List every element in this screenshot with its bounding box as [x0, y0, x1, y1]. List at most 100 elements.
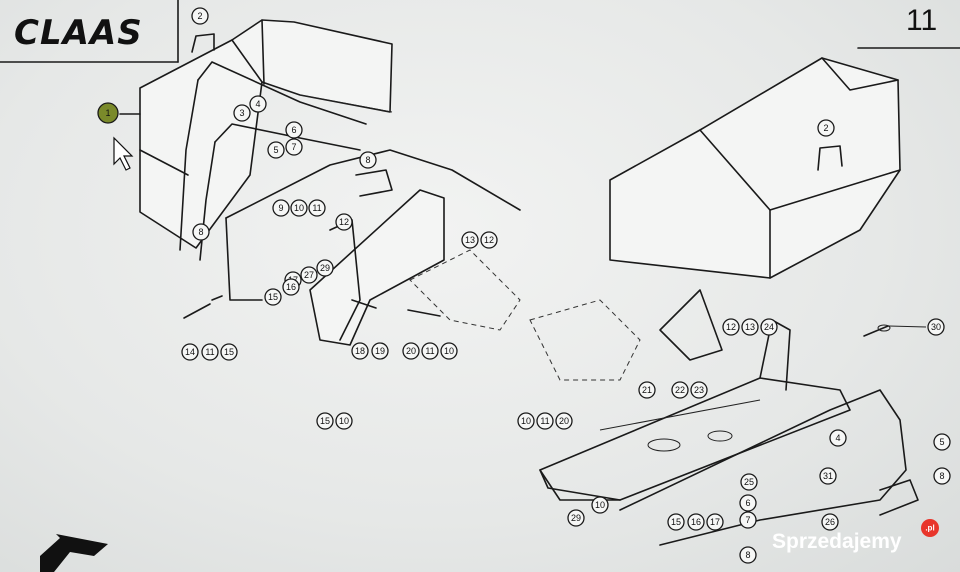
svg-text:18: 18 — [355, 346, 365, 356]
svg-text:13: 13 — [465, 235, 475, 245]
rail-upper — [197, 61, 367, 125]
callout-26[interactable]: 26 — [821, 513, 839, 531]
callout-13[interactable]: 13 — [461, 231, 479, 249]
svg-text:13: 13 — [745, 322, 755, 332]
page-number: 11 — [906, 4, 937, 37]
callout-9[interactable]: 9 — [272, 199, 290, 217]
callout-8[interactable]: 8 — [739, 546, 757, 564]
svg-text:26: 26 — [825, 517, 835, 527]
callout-8[interactable]: 8 — [933, 467, 951, 485]
svg-text:24: 24 — [764, 322, 774, 332]
callout-25[interactable]: 25 — [740, 473, 758, 491]
callout-15[interactable]: 15 — [220, 343, 238, 361]
svg-text:20: 20 — [559, 416, 569, 426]
svg-text:19: 19 — [375, 346, 385, 356]
callout-24[interactable]: 24 — [760, 318, 778, 336]
callout-3[interactable]: 3 — [233, 104, 251, 122]
callout-5[interactable]: 5 — [933, 433, 951, 451]
callout-31[interactable]: 31 — [819, 467, 837, 485]
callout-22[interactable]: 22 — [671, 381, 689, 399]
callout-6[interactable]: 6 — [739, 494, 757, 512]
callout-4[interactable]: 4 — [249, 95, 267, 113]
svg-text:10: 10 — [521, 416, 531, 426]
callout-8[interactable]: 8 — [192, 223, 210, 241]
pin-ring — [877, 324, 891, 332]
callout-27[interactable]: 27 — [300, 266, 318, 284]
svg-text:14: 14 — [185, 347, 195, 357]
callout-11[interactable]: 11 — [308, 199, 326, 217]
svg-text:29: 29 — [571, 513, 581, 523]
callout-18[interactable]: 18 — [351, 342, 369, 360]
callout-10[interactable]: 10 — [591, 496, 609, 514]
callout-30[interactable]: 30 — [927, 318, 945, 336]
right-tube-frame — [619, 389, 907, 546]
watermark-text: Sprzedajemy — [772, 530, 902, 553]
svg-text:11: 11 — [540, 416, 549, 426]
svg-text:4: 4 — [255, 99, 260, 109]
callout-16[interactable]: 16 — [282, 278, 300, 296]
svg-text:10: 10 — [339, 416, 349, 426]
callout-10[interactable]: 10 — [335, 412, 353, 430]
svg-text:8: 8 — [745, 550, 750, 560]
callout-15[interactable]: 15 — [264, 288, 282, 306]
svg-text:31: 31 — [823, 471, 833, 481]
header-frame — [0, 0, 960, 63]
svg-text:22: 22 — [675, 385, 685, 395]
callout-16[interactable]: 16 — [687, 513, 705, 531]
rail-middle — [214, 123, 361, 151]
callout-20[interactable]: 20 — [402, 342, 420, 360]
handle-right — [817, 145, 843, 171]
callout-17[interactable]: 17 — [706, 513, 724, 531]
callout-10[interactable]: 10 — [290, 199, 308, 217]
callout-1-highlight[interactable]: 1 — [97, 102, 119, 124]
callout-12[interactable]: 12 — [335, 213, 353, 231]
callout-2[interactable]: 2 — [191, 7, 209, 25]
svg-text:12: 12 — [339, 217, 349, 227]
callout-10[interactable]: 10 — [440, 342, 458, 360]
callout-19[interactable]: 19 — [371, 342, 389, 360]
callout-11[interactable]: 11 — [201, 343, 219, 361]
callout-2[interactable]: 2 — [817, 119, 835, 137]
support-bracket — [309, 189, 445, 346]
right-chassis-frame — [539, 289, 851, 501]
right-hood-cover — [609, 57, 901, 279]
rail-left-edge — [179, 79, 199, 251]
callout-14[interactable]: 14 — [181, 343, 199, 361]
svg-text:7: 7 — [745, 515, 750, 525]
hidden-part-1 — [409, 249, 521, 331]
callout-4[interactable]: 4 — [829, 429, 847, 447]
svg-text:15: 15 — [671, 517, 681, 527]
svg-text:7: 7 — [291, 142, 296, 152]
callout-20[interactable]: 20 — [555, 412, 573, 430]
svg-text:6: 6 — [745, 498, 750, 508]
svg-text:4: 4 — [835, 433, 840, 443]
tube-frame-top — [225, 149, 521, 219]
callout-10[interactable]: 10 — [517, 412, 535, 430]
tube-frame-left — [225, 217, 263, 301]
callout-29[interactable]: 29 — [567, 509, 585, 527]
callout-15[interactable]: 15 — [667, 513, 685, 531]
callout-11[interactable]: 11 — [536, 412, 554, 430]
svg-text:12: 12 — [484, 235, 494, 245]
callout-15[interactable]: 15 — [316, 412, 334, 430]
callout-11[interactable]: 11 — [421, 342, 439, 360]
callout-21[interactable]: 21 — [638, 381, 656, 399]
callout-13[interactable]: 13 — [741, 318, 759, 336]
callout-29[interactable]: 29 — [316, 259, 334, 277]
callout-5[interactable]: 5 — [267, 141, 285, 159]
svg-text:10: 10 — [595, 500, 605, 510]
callout-12[interactable]: 12 — [722, 318, 740, 336]
callout-23[interactable]: 23 — [690, 381, 708, 399]
callout-12[interactable]: 12 — [480, 231, 498, 249]
svg-text:11: 11 — [205, 347, 214, 357]
pin — [863, 325, 889, 337]
callout-7[interactable]: 7 — [285, 138, 303, 156]
callout-8[interactable]: 8 — [359, 151, 377, 169]
arrow-icon — [40, 534, 108, 572]
svg-text:2: 2 — [197, 11, 202, 21]
svg-text:12: 12 — [726, 322, 736, 332]
bolt-group-left — [183, 295, 441, 319]
callout-7[interactable]: 7 — [739, 511, 757, 529]
callout-6[interactable]: 6 — [285, 121, 303, 139]
